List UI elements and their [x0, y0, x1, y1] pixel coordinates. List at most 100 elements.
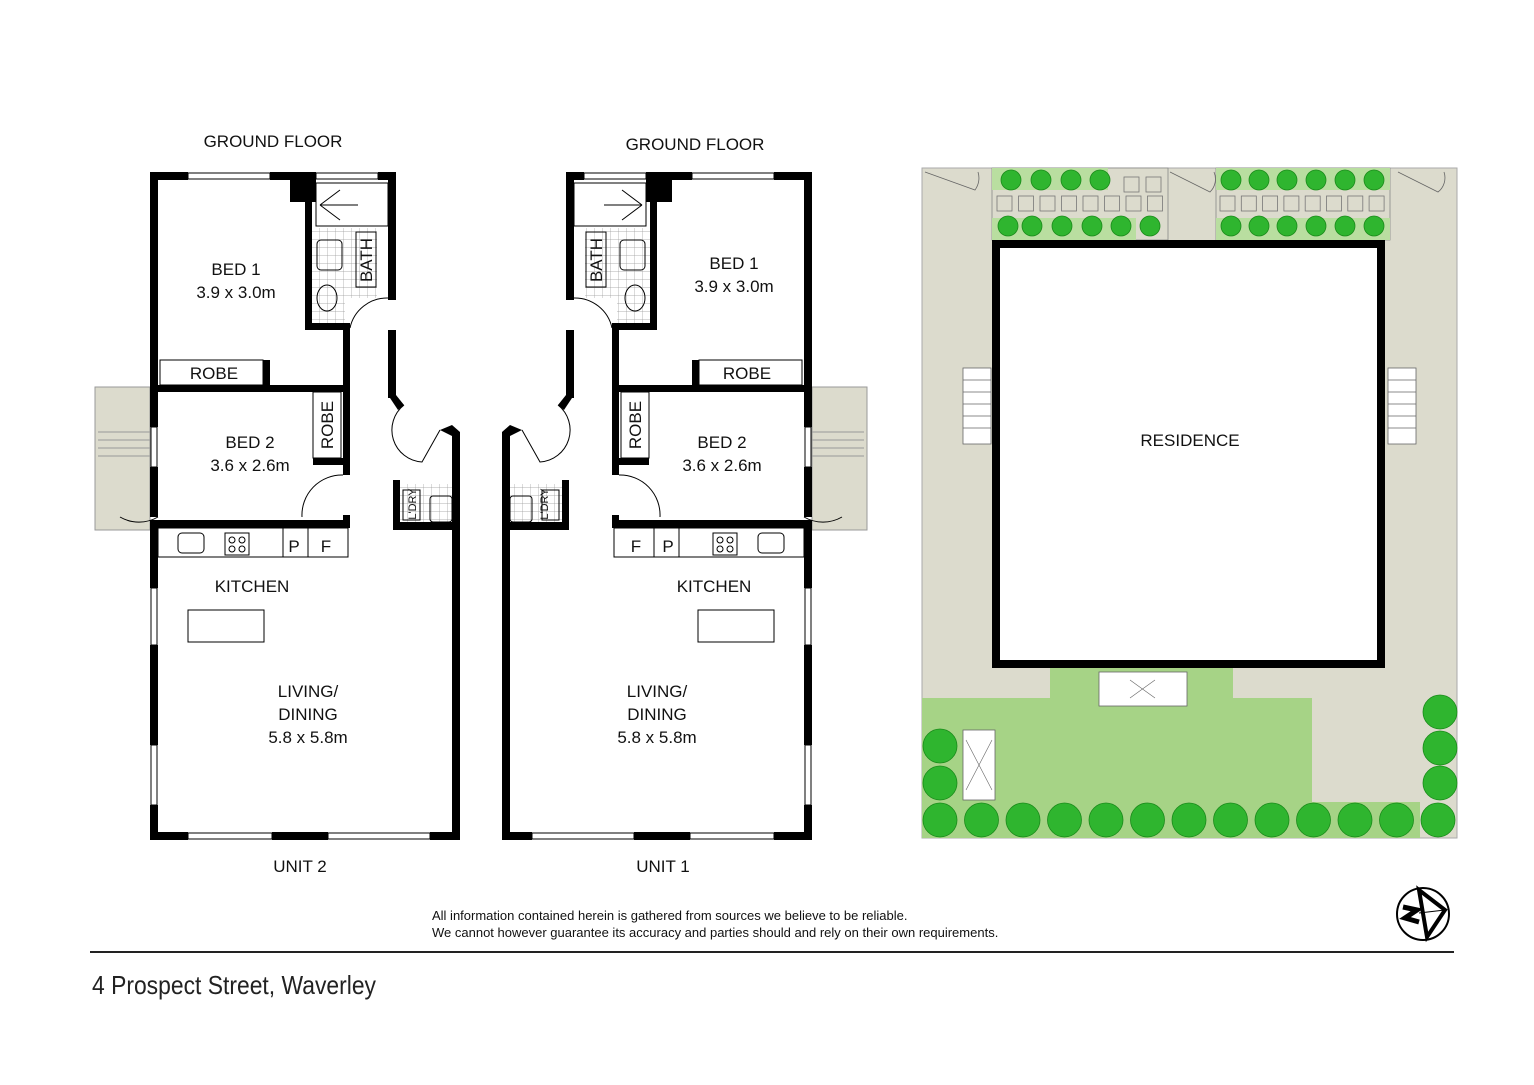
paver [1018, 195, 1034, 212]
paver [1123, 176, 1140, 193]
paver [1039, 195, 1056, 212]
room-label: ROBE [190, 364, 238, 383]
tree-icon [922, 802, 958, 838]
room-label: BED 1 [211, 260, 260, 279]
tree-icon [964, 802, 999, 838]
tree-icon [1422, 730, 1458, 766]
paver [1283, 195, 1300, 212]
room-size: 3.9 x 3.0m [196, 283, 275, 302]
room-label: LIVING/ [627, 682, 688, 701]
room-label: ROBE [318, 401, 337, 449]
room-label: KITCHEN [215, 577, 290, 596]
tree-icon [1220, 215, 1242, 237]
room-label: BATH [357, 238, 376, 282]
room-label: BATH [587, 238, 606, 282]
tree-icon [997, 215, 1019, 237]
room-size: 3.6 x 2.6m [682, 456, 761, 475]
tree-icon [1379, 802, 1414, 838]
tree-icon [1305, 169, 1327, 191]
tree-icon [1047, 802, 1082, 838]
tree-icon [1089, 169, 1111, 191]
paver [1262, 195, 1278, 212]
tree-icon [1334, 215, 1356, 237]
pantry-label: P [288, 537, 299, 556]
room-size: 3.6 x 2.6m [210, 456, 289, 475]
room-size: 5.8 x 5.8m [268, 728, 347, 747]
disclaimer-line: We cannot however guarantee its accuracy… [432, 925, 999, 940]
room-label: BED 2 [225, 433, 274, 452]
room-label: LIVING/ [278, 682, 339, 701]
paver [1368, 195, 1385, 212]
room-label: ROBE [723, 364, 771, 383]
room-label: BED 1 [709, 254, 758, 273]
lawn [922, 668, 1420, 838]
tree-icon [1130, 802, 1165, 838]
tree-icon [1422, 765, 1458, 801]
paver [1125, 195, 1142, 212]
tree-icon [1213, 802, 1248, 838]
paver [996, 195, 1013, 212]
tree-icon [1363, 169, 1385, 191]
floor-label: GROUND FLOOR [626, 135, 765, 154]
tree-icon [1334, 169, 1356, 191]
tree-icon [1422, 694, 1458, 730]
tree-icon [922, 728, 958, 764]
room-label: ROBE [626, 401, 645, 449]
paver [1147, 195, 1163, 212]
unit-2-plan: GROUND FLOOR BED 1 3.9 x 3.0m BATH ROBE … [94, 132, 461, 876]
paver [1104, 195, 1120, 212]
stairs [1387, 367, 1417, 445]
paver [1219, 195, 1236, 212]
paver [1240, 195, 1257, 212]
tree-icon [1363, 215, 1385, 237]
tree-icon [922, 765, 958, 801]
unit-label: UNIT 2 [273, 857, 327, 876]
fridge-label: F [631, 537, 641, 556]
floor-label: GROUND FLOOR [204, 132, 343, 151]
paver [1061, 195, 1077, 212]
paver [1304, 195, 1321, 212]
tree-icon [1139, 215, 1161, 237]
tree-icon [1305, 215, 1327, 237]
tree-icon [1051, 215, 1073, 237]
paver [1347, 195, 1364, 212]
room-label: L'DRY [407, 488, 419, 520]
tree-icon [1420, 802, 1456, 838]
property-address: 4 Prospect Street, Waverley [92, 970, 376, 1000]
unit-1-plan: GROUND FLOOR BED 1 3.9 x 3.0m BATH ROBE … [501, 135, 868, 876]
room-label: DINING [627, 705, 687, 724]
room-label: DINING [278, 705, 338, 724]
tree-icon [1296, 802, 1331, 838]
tree-icon [1337, 802, 1373, 838]
paver [1082, 195, 1099, 212]
tree-icon [1021, 215, 1043, 237]
disclaimer-line: All information contained herein is gath… [432, 908, 908, 923]
tree-icon [1220, 169, 1242, 191]
tree-icon [1248, 169, 1270, 191]
room-label: KITCHEN [677, 577, 752, 596]
stairs [962, 367, 992, 445]
north-arrow-icon [1396, 885, 1450, 943]
room-size: 5.8 x 5.8m [617, 728, 696, 747]
tree-icon [1254, 802, 1290, 838]
tree-icon [1000, 169, 1022, 191]
tree-icon [1030, 169, 1052, 191]
room-size: 3.9 x 3.0m [694, 277, 773, 296]
tree-icon [1081, 215, 1103, 237]
tree-icon [1060, 169, 1082, 191]
tree-icon [1276, 215, 1298, 237]
tree-icon [1248, 215, 1270, 237]
tree-icon [1005, 802, 1041, 838]
paver [1326, 195, 1342, 212]
pantry-label: P [662, 537, 673, 556]
residence-label: RESIDENCE [1140, 431, 1239, 450]
paver [1145, 176, 1162, 193]
disclaimer: All information contained herein is gath… [432, 907, 998, 941]
fridge-label: F [321, 537, 331, 556]
unit-label: UNIT 1 [636, 857, 690, 876]
tree-icon [1276, 169, 1298, 191]
residence-building [992, 240, 1385, 668]
tree-icon [1110, 215, 1132, 237]
room-label: BED 2 [697, 433, 746, 452]
